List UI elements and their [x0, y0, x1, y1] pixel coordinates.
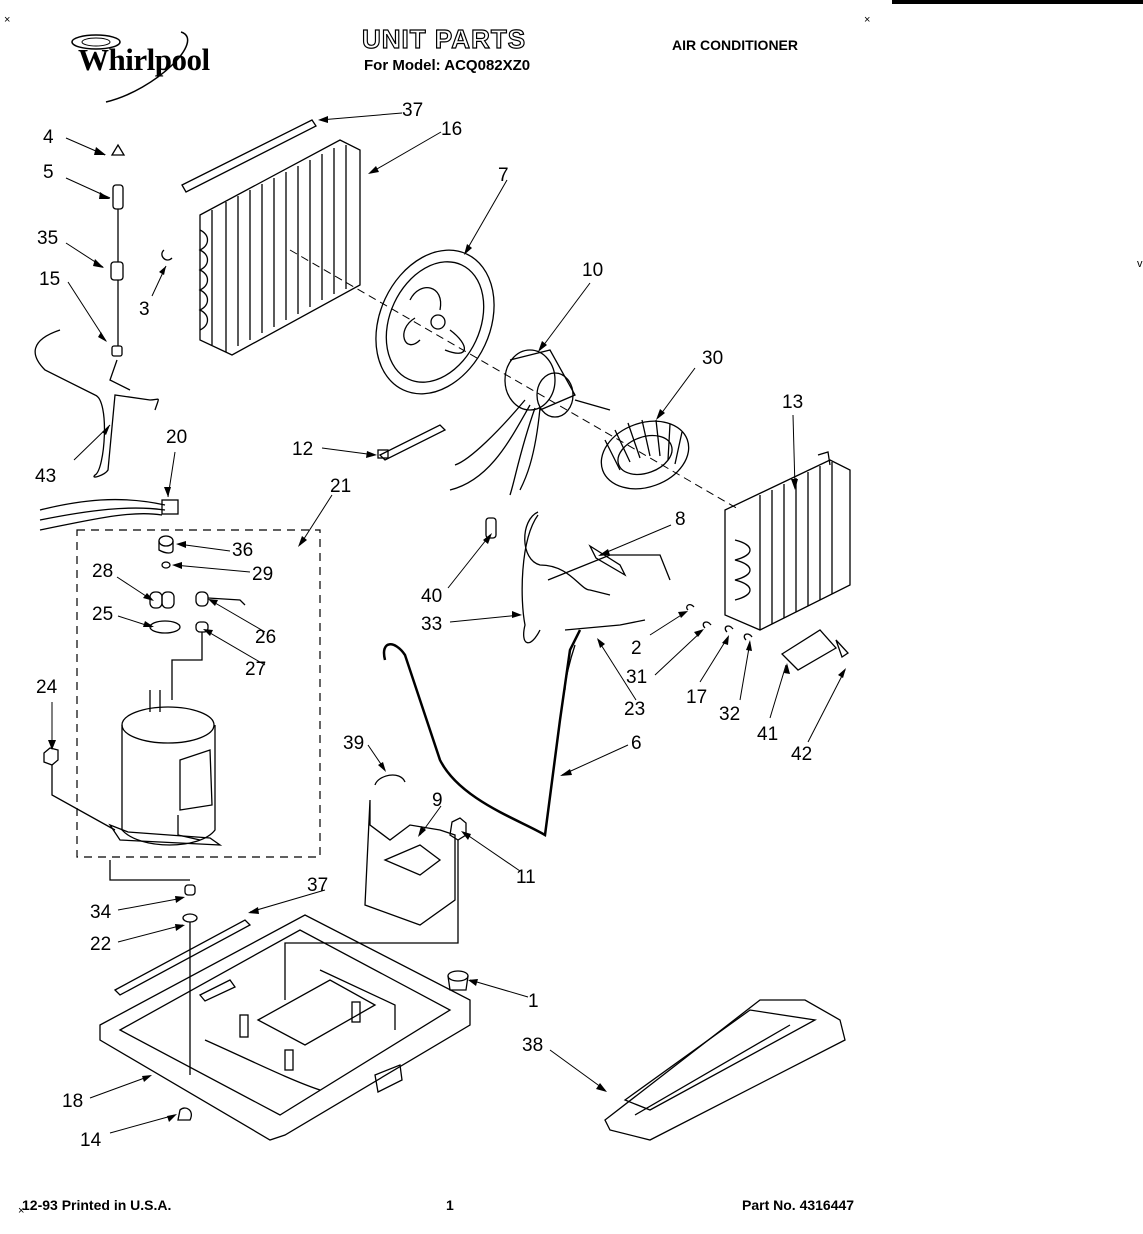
- callout-36: 36: [232, 540, 253, 561]
- callout-12: 12: [292, 439, 313, 460]
- model-subtitle: For Model: ACQ082XZ0: [364, 57, 531, 74]
- callout-7: 7: [498, 165, 509, 186]
- part-capillary-tubes: [485, 511, 671, 691]
- part-refrigerant-tubing: [34, 143, 159, 478]
- part-grommet: [177, 970, 469, 1121]
- callout-13: 13: [782, 392, 803, 413]
- crop-mark: ×: [4, 14, 11, 26]
- callout-28: 28: [92, 561, 113, 582]
- callout-11: 11: [516, 867, 536, 888]
- part-mounting-bracket: [284, 774, 467, 1000]
- brand-logo: Whirlpool: [78, 42, 210, 77]
- callout-1: 1: [528, 991, 539, 1012]
- callout-37: 37: [402, 100, 423, 121]
- callout-24: 24: [36, 677, 58, 698]
- part-compressor: [108, 535, 246, 846]
- page-title: UNIT PARTS: [361, 23, 527, 54]
- part-fan-motor: [449, 349, 611, 496]
- callout-10: 10: [582, 260, 603, 281]
- leader-arrowheads: [48, 116, 846, 1122]
- part-screws: [109, 860, 198, 1075]
- callout-14: 14: [80, 1130, 102, 1151]
- part-discharge-tube: [382, 629, 582, 838]
- print-date: 12-93 Printed in U.S.A.: [22, 1197, 172, 1213]
- part-cover-panel: [780, 629, 849, 671]
- crop-mark: ×: [18, 1205, 25, 1217]
- callout-38: 38: [522, 1035, 543, 1056]
- callout-9: 9: [432, 790, 443, 811]
- callout-8: 8: [675, 509, 686, 530]
- brand-logo-swoosh: [71, 31, 189, 103]
- callout-23: 23: [624, 699, 645, 720]
- part-blower-wheel: [600, 419, 690, 490]
- callout-20: 20: [166, 427, 187, 448]
- callout-35: 35: [37, 228, 58, 249]
- part-number: Part No. 4316447: [742, 1197, 855, 1213]
- callout-34: 34: [90, 902, 112, 923]
- page-number: 1: [446, 1197, 454, 1213]
- callout-25: 25: [92, 604, 113, 625]
- part-wire-harness: [39, 498, 179, 531]
- callout-26: 26: [255, 627, 276, 648]
- callout-3: 3: [139, 299, 150, 320]
- callout-32: 32: [719, 704, 740, 725]
- callout-40: 40: [421, 586, 442, 607]
- callout-21: 21: [330, 476, 351, 497]
- part-fan-shroud: [375, 249, 495, 395]
- callout-22: 22: [90, 934, 111, 955]
- part-small-clips: [161, 249, 753, 641]
- part-insulation-strip-top: [181, 119, 317, 193]
- callout-4: 4: [43, 127, 54, 148]
- callout-43: 43: [35, 466, 56, 487]
- callout-39: 39: [343, 733, 364, 754]
- callout-42: 42: [791, 744, 812, 765]
- crop-mark: ×: [864, 14, 871, 26]
- callout-37b: 37: [307, 875, 328, 896]
- callout-41: 41: [757, 724, 778, 745]
- callout-30: 30: [702, 348, 723, 369]
- part-hex-nut: [43, 747, 116, 831]
- callout-6: 6: [631, 733, 642, 754]
- callout-18: 18: [62, 1091, 83, 1112]
- crop-mark: v: [1137, 258, 1143, 270]
- callout-31: 31: [626, 667, 647, 688]
- callout-33: 33: [421, 614, 442, 635]
- part-condenser-coil: [198, 139, 361, 356]
- part-base-pan: [99, 914, 471, 1141]
- callout-29: 29: [252, 564, 273, 585]
- part-drain-pan: [604, 999, 846, 1141]
- callout-27: 27: [245, 659, 266, 680]
- callout-numbers: 37 16 4 5 7 35 10 15 3 30 13 12 20 43 21…: [35, 100, 812, 1151]
- callout-15: 15: [39, 269, 60, 290]
- callout-16: 16: [441, 119, 462, 140]
- callout-17: 17: [686, 687, 707, 708]
- callout-5: 5: [43, 162, 54, 183]
- product-type: AIR CONDITIONER: [672, 37, 798, 53]
- callout-2: 2: [631, 638, 642, 659]
- part-mounting-clip: [377, 424, 447, 461]
- part-evaporator-coil: [724, 451, 851, 631]
- corner-rule: [892, 0, 1143, 4]
- compressor-assembly-frame: [76, 529, 321, 858]
- part-insulation-strip-bottom: [113, 919, 252, 996]
